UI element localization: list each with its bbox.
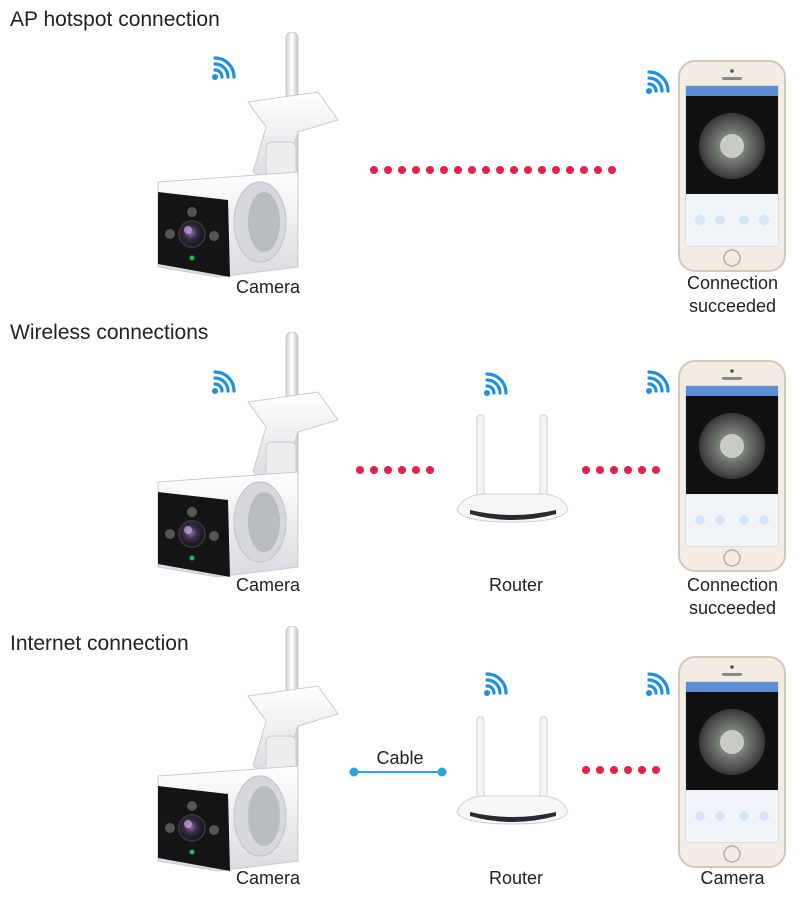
router-icon [452,410,572,530]
section-title-ap-hotspot: AP hotspot connection [10,8,220,31]
wifi-icon [644,672,672,698]
wifi-icon [644,370,672,396]
router-label: Router [488,868,544,888]
wifi-icon [644,70,672,96]
wireless-dotted-link [370,166,616,174]
cable-link [348,765,448,779]
phone-label-line1: Connection [686,575,779,595]
phone-label-line2: succeeded [688,296,777,316]
camera-label: Camera [235,575,301,595]
wireless-dotted-link [582,766,660,774]
camera-icon [148,32,348,282]
wifi-icon [482,672,510,698]
wireless-dotted-link [356,466,434,474]
section-title-wireless: Wireless connections [10,321,209,344]
camera-icon [148,332,348,582]
phone-label-line1: Camera [700,868,765,888]
phone-label-line1: Connection [686,273,779,293]
camera-label: Camera [235,868,301,888]
cable-label: Cable [376,748,424,768]
router-icon [452,712,572,832]
phone-icon [678,656,786,868]
camera-icon [148,626,348,876]
phone-label-line2: succeeded [688,598,777,618]
phone-icon [678,60,786,272]
camera-label: Camera [235,277,301,297]
router-label: Router [488,575,544,595]
wireless-dotted-link [582,466,660,474]
wifi-icon [482,372,510,398]
phone-icon [678,360,786,572]
section-title-internet: Internet connection [10,632,189,655]
